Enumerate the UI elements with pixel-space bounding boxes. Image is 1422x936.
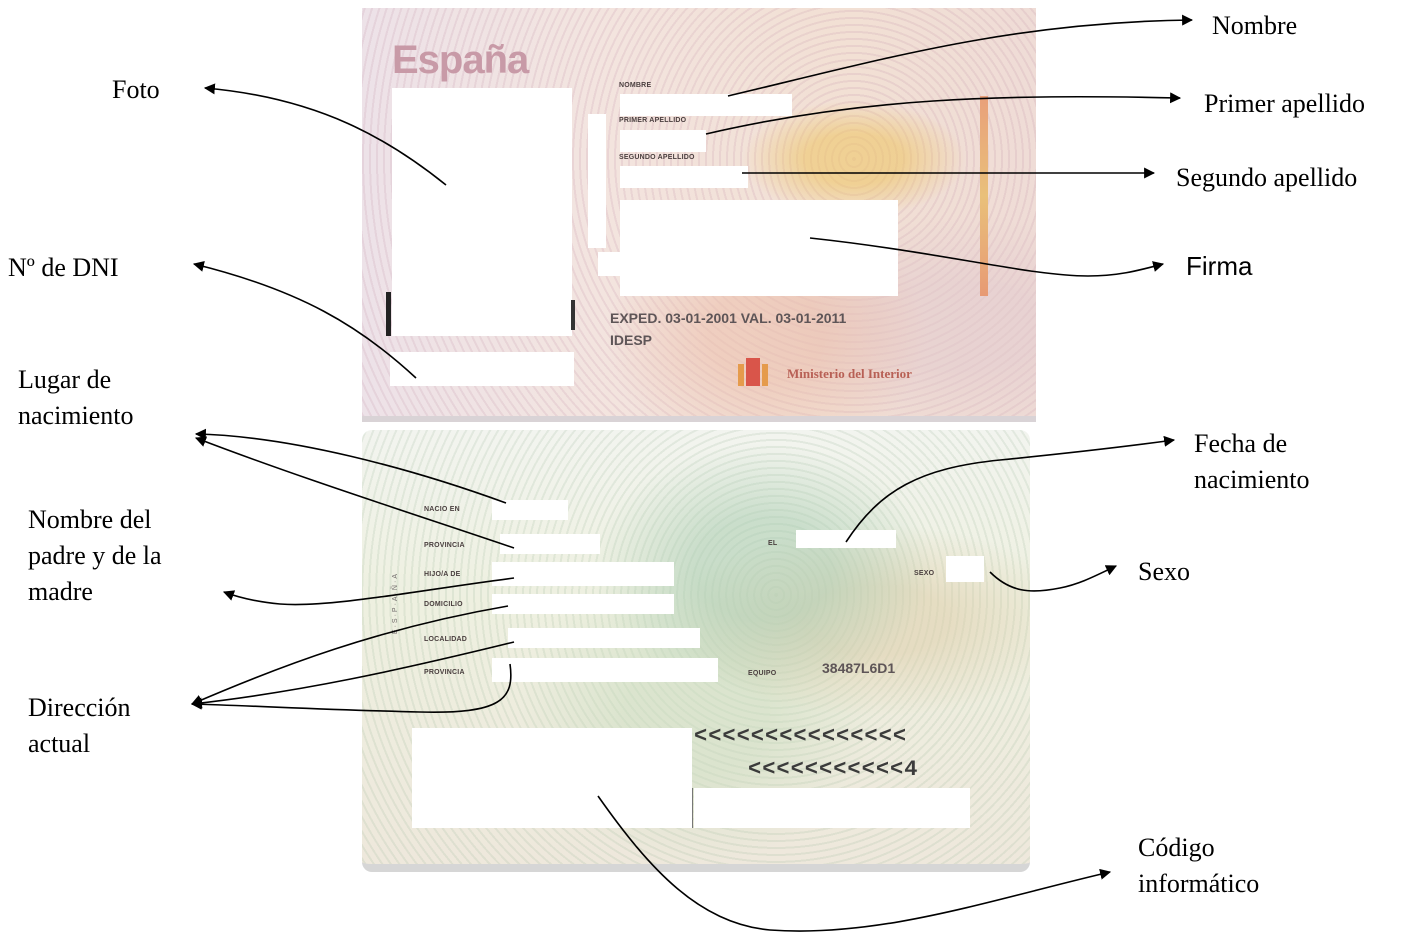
equipo-code: 38487L6D1 xyxy=(822,660,896,676)
flag-stripe xyxy=(980,96,988,296)
arrow-dni xyxy=(192,261,417,379)
country-code: IDESP xyxy=(610,332,653,348)
callout-nombre-padres-line-1: Nombre del xyxy=(28,505,152,534)
callout-lugar-nacimiento-line-2: nacimiento xyxy=(18,401,134,430)
ministry-logo-bar-left xyxy=(738,364,744,386)
arrow-padres xyxy=(222,577,515,606)
arrow-primer-apellido xyxy=(705,92,1182,135)
arrow-lugar-2 xyxy=(194,436,515,549)
hijo-de-value xyxy=(492,562,674,586)
arrow-direccion-1 xyxy=(190,605,509,706)
callout-direccion: Dirección actual xyxy=(28,690,131,762)
callout-fecha-nacimiento: Fecha de nacimiento xyxy=(1194,426,1310,498)
callout-segundo-apellido: Segundo apellido xyxy=(1176,163,1358,192)
callout-codigo: Código informático xyxy=(1138,830,1259,902)
arrow-lugar-1 xyxy=(194,428,507,504)
country-word: España xyxy=(392,38,529,82)
primer-apellido-value xyxy=(620,130,706,152)
ministry-logo-bar-center xyxy=(746,358,760,386)
mrz-line-2: <<<<<<<<<<<4 xyxy=(748,757,919,782)
callout-nombre: Nombre xyxy=(1212,11,1298,40)
segundo-apellido-value xyxy=(620,166,748,188)
arrow-nombre xyxy=(727,14,1194,97)
label-hijo-de: HIJO/A DE xyxy=(424,571,461,578)
callout-fecha-nacimiento-line-2: nacimiento xyxy=(1194,465,1310,494)
callout-codigo-line-1: Código xyxy=(1138,833,1215,862)
arrow-sexo xyxy=(989,565,1117,592)
label-nombre: NOMBRE xyxy=(619,82,652,89)
callout-n-dni: Nº de DNI xyxy=(8,253,119,282)
label-sexo: SEXO xyxy=(914,570,935,577)
localidad-value xyxy=(508,628,700,648)
label-primer-apellido: PRIMER APELLIDO xyxy=(619,117,687,124)
callout-lugar-nacimiento: Lugar de nacimiento xyxy=(18,362,134,434)
mrz-line-1: <<<<<<<<<<<<<<< xyxy=(694,724,908,749)
id-card-front: España NOMBRE PRIMER APELLIDO SEGUNDO AP… xyxy=(362,8,1036,422)
vertical-strip xyxy=(588,114,606,248)
arrow-codigo xyxy=(597,795,1112,932)
domicilio-value xyxy=(492,594,674,614)
callout-lugar-nacimiento-line-1: Lugar de xyxy=(18,365,112,394)
callout-fecha-nacimiento-line-1: Fecha de xyxy=(1194,429,1288,458)
callout-firma: Firma xyxy=(1186,251,1253,281)
label-segundo-apellido: SEGUNDO APELLIDO xyxy=(619,154,695,161)
callout-nombre-padres: Nombre del padre y de la madre xyxy=(28,502,162,610)
callout-direccion-line-1: Dirección xyxy=(28,693,131,722)
ministry-name: Ministerio del Interior xyxy=(787,366,912,381)
label-domicilio: DOMICILIO xyxy=(424,601,463,608)
label-nacio-en: NACIO EN xyxy=(424,506,460,513)
signature-area xyxy=(620,200,898,296)
label-localidad: LOCALIDAD xyxy=(424,636,468,643)
photo-area xyxy=(392,88,572,336)
callout-nombre-padres-line-2: padre y de la xyxy=(28,541,162,570)
small-block xyxy=(598,252,620,276)
ministry-logo-bar-right xyxy=(762,364,768,386)
photo-edge-mark xyxy=(386,292,391,336)
provincia-2-value xyxy=(492,658,718,682)
callout-primer-apellido: Primer apellido xyxy=(1204,89,1366,118)
fecha-nacimiento-value xyxy=(796,530,896,548)
callout-nombre-padres-line-3: madre xyxy=(28,577,93,606)
nacio-en-value xyxy=(492,500,568,520)
arrow-direccion-3 xyxy=(190,663,512,713)
callout-codigo-line-2: informático xyxy=(1138,869,1260,898)
arrow-direccion-2 xyxy=(190,641,515,709)
arrow-fecha xyxy=(845,435,1176,543)
provincia-1-value xyxy=(500,534,600,554)
sexo-value xyxy=(946,556,984,582)
callout-direccion-line-2: actual xyxy=(28,729,91,758)
label-provincia-2: PROVINCIA xyxy=(424,669,465,676)
mrz-redacted-right xyxy=(694,788,970,828)
photo-edge-mark-right xyxy=(571,300,575,330)
label-el: EL xyxy=(768,540,778,547)
arrow-foto xyxy=(203,83,447,186)
callout-foto: Foto xyxy=(112,75,160,104)
arrow-firma xyxy=(809,237,1165,277)
id-card-back: E·S·P·A·Ñ·A NACIO EN PROVINCIA HIJO/A DE… xyxy=(362,430,1030,872)
dni-number-area xyxy=(390,352,574,386)
expedition-line: EXPED. 03-01-2001 VAL. 03-01-2011 xyxy=(610,310,847,326)
nombre-value xyxy=(620,94,792,116)
mrz-redacted-left xyxy=(412,728,692,828)
label-provincia-1: PROVINCIA xyxy=(424,542,465,549)
label-equipo: EQUIPO xyxy=(748,670,777,677)
callout-sexo: Sexo xyxy=(1138,557,1190,586)
mrz-divider xyxy=(692,788,693,828)
